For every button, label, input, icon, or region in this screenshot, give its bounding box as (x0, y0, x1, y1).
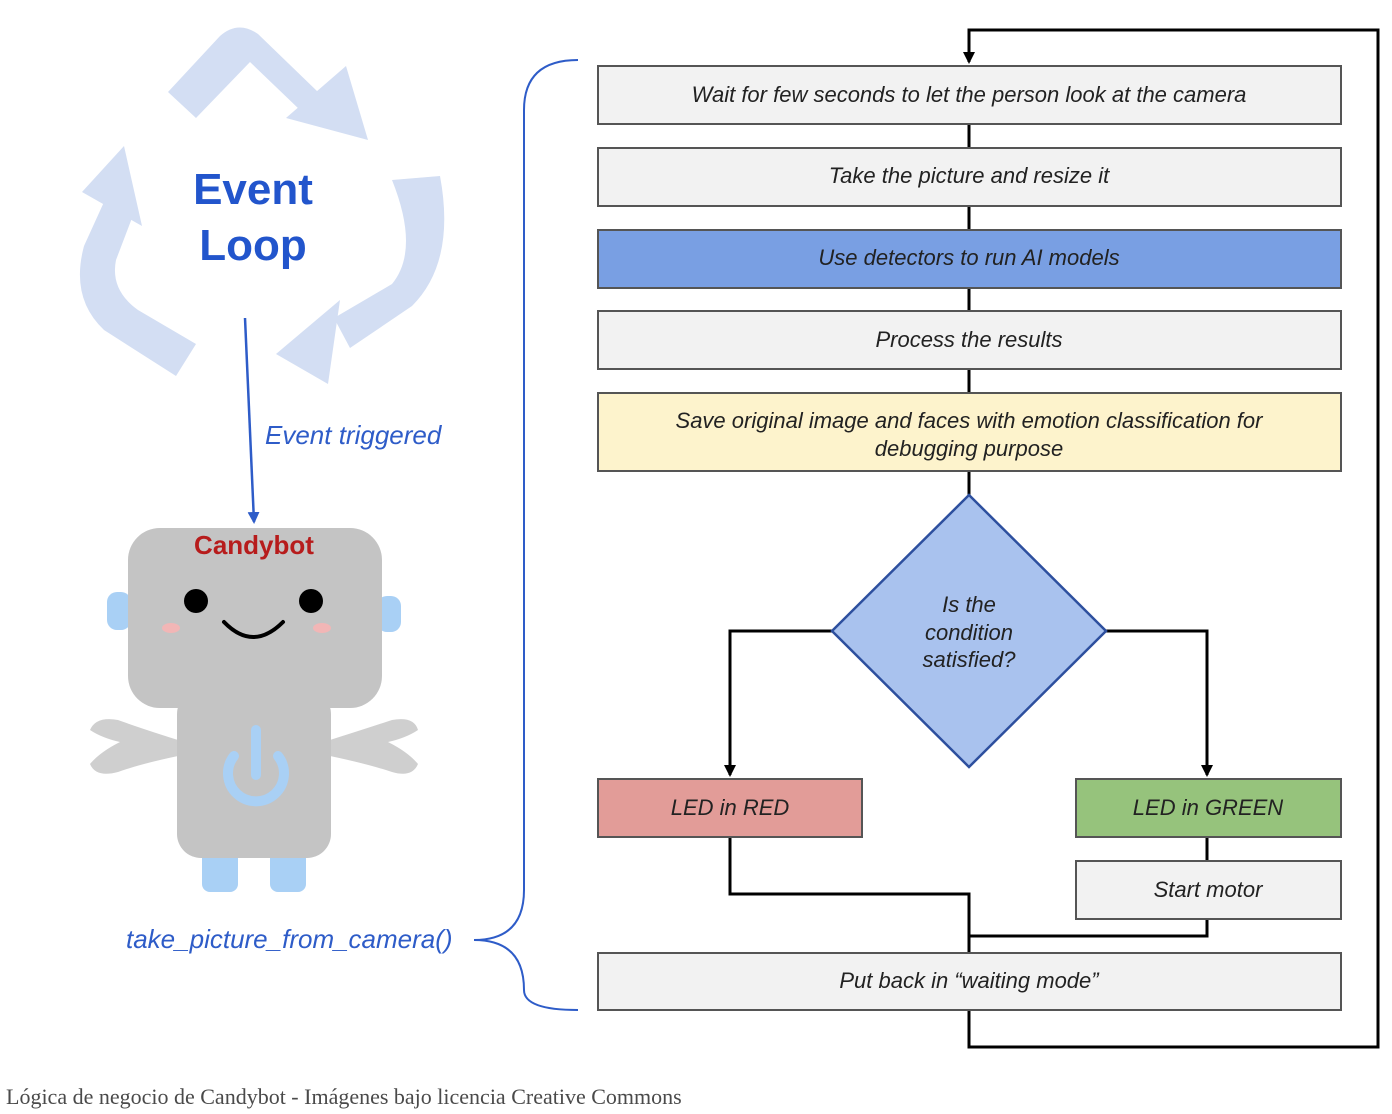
step-detectors (597, 229, 1342, 289)
led-red-label: LED in RED (671, 795, 790, 820)
step-save-label-line1: Save original image and faces with emoti… (676, 408, 1265, 433)
decision-label-line3: satisfied? (923, 647, 1017, 672)
function-label: take_picture_from_camera() (126, 924, 453, 954)
step-waiting-mode-label: Put back in “waiting mode” (839, 968, 1100, 993)
step-wait-label: Wait for few seconds to let the person l… (692, 82, 1247, 107)
event-loop-title-line1: Event (193, 165, 313, 214)
candybot-robot-icon (90, 528, 418, 892)
event-loop-cycle-icon (79, 27, 445, 384)
candybot-name-label: Candybot (194, 530, 314, 560)
step-waiting-mode (597, 952, 1342, 1011)
decision-label-line2: condition (925, 620, 1013, 645)
led-red-box (597, 778, 863, 838)
step-wait (597, 65, 1342, 125)
step-take-picture (597, 147, 1342, 207)
step-process (597, 310, 1342, 370)
diagram-svg: Event Loop Event triggered Candybot take… (79, 27, 1380, 1049)
step-save (597, 392, 1342, 472)
led-green-box (1075, 778, 1342, 838)
decision-label-line1: Is the (942, 592, 996, 617)
decision-diamond (830, 493, 1108, 769)
event-trigger-arrow (243, 317, 260, 524)
start-motor-box (1075, 860, 1342, 920)
step-process-label: Process the results (875, 327, 1062, 352)
step-take-picture-label: Take the picture and resize it (829, 163, 1110, 188)
start-motor-label: Start motor (1154, 877, 1264, 902)
scope-brace (473, 59, 579, 1011)
step-save-label-line2: debugging purpose (875, 436, 1063, 461)
event-triggered-label: Event triggered (265, 420, 443, 450)
event-loop-title-line2: Loop (199, 221, 307, 270)
flow-connectors (724, 28, 1380, 1049)
step-detectors-label: Use detectors to run AI models (818, 245, 1119, 270)
figure-caption: Lógica de negocio de Candybot - Imágenes… (6, 1084, 682, 1109)
led-green-label: LED in GREEN (1133, 795, 1283, 820)
